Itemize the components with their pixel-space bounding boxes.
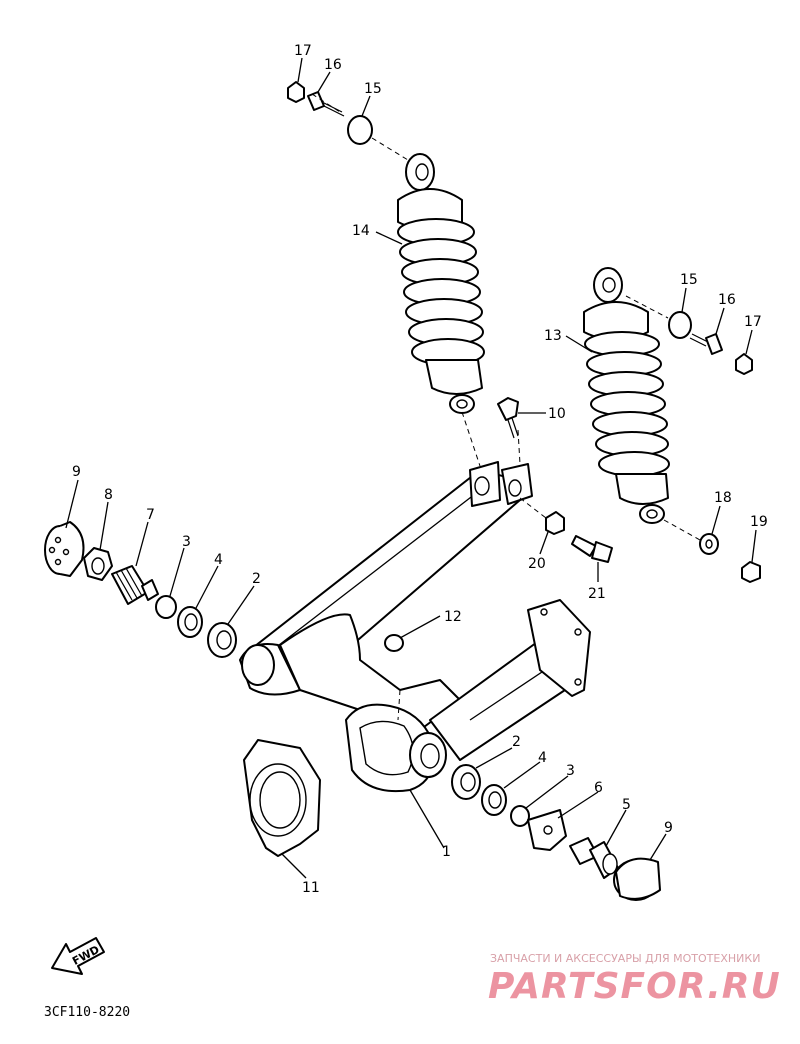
collar-left [155,595,177,619]
callout-14: 14 [352,223,370,239]
alignment-lines [311,93,701,721]
callout-20: 20 [528,556,546,572]
forward-direction-arrow: FWD [51,937,105,975]
callout-21: 21 [588,586,606,602]
blind-plug [384,634,404,652]
callout-4-right: 4 [538,750,547,766]
callout-1: 1 [442,844,451,860]
pivot-shaft-right [569,837,619,879]
callout-11: 11 [302,880,320,896]
diagram-code: 3CF110-8220 [44,1005,130,1020]
final-drive-guard [243,739,321,857]
pivot-cap-right [613,857,661,901]
pivot-nut-left [83,547,113,581]
nut-upper-right [735,353,753,375]
callout-17-right: 17 [744,314,762,330]
shock-spring-left [397,218,485,366]
callout-16-right: 16 [718,292,736,308]
rear-shock-absorber-right [583,267,670,524]
callout-18: 18 [714,490,732,506]
watermark: ЗАПЧАСТИ И АКСЕССУАРЫ ДЛЯ МОТОТЕХНИКИ PA… [488,952,781,1007]
leader-lines [65,57,757,879]
callout-labels: 17 16 15 14 10 13 15 16 17 18 19 20 21 9… [72,43,768,896]
oil-seal-right [481,784,507,816]
callout-12: 12 [444,609,462,625]
bushing-upper-left [347,115,373,145]
callout-5: 5 [622,797,631,813]
callout-15-left: 15 [364,81,382,97]
pivot-cap-left [44,521,85,577]
callout-3-right: 3 [566,763,575,779]
bushing-upper-right [668,311,692,339]
collar-right [510,805,530,827]
callout-9-right: 9 [664,820,673,836]
callout-9-left: 9 [72,464,81,480]
bolt-shock-lower [571,535,613,563]
nut-lower-right [741,561,761,583]
callout-19: 19 [750,514,768,530]
callout-2-right: 2 [512,734,521,750]
nut-shock-mount [545,511,565,535]
lock-washer-right [527,809,567,851]
rear-shock-absorber-left [397,153,485,414]
watermark-logo: PARTSFOR.RU [488,966,781,1007]
oil-seal-left [177,606,203,638]
bolt-shock-mount [497,397,519,439]
bolt-upper-right [689,333,723,355]
callout-10: 10 [548,406,566,422]
bearing-right [451,764,481,800]
callout-7: 7 [146,507,155,523]
pivot-shaft-left [111,565,159,605]
bolt-upper-left [307,91,345,117]
callout-8: 8 [104,487,113,503]
callout-3-left: 3 [182,534,191,550]
swing-arm [239,461,591,793]
nut-upper-left [287,81,305,103]
callout-17-left: 17 [294,43,312,59]
callout-16-left: 16 [324,57,342,73]
callout-13: 13 [544,328,562,344]
callout-4-left: 4 [214,552,223,568]
shock-spring-right [584,331,670,477]
bearing-left [207,622,237,658]
watermark-tagline: ЗАПЧАСТИ И АКСЕССУАРЫ ДЛЯ МОТОТЕХНИКИ [490,952,760,965]
callout-15-right: 15 [680,272,698,288]
washer-lower-right [699,533,719,555]
callout-2-left: 2 [252,571,261,587]
callout-6: 6 [594,780,603,796]
